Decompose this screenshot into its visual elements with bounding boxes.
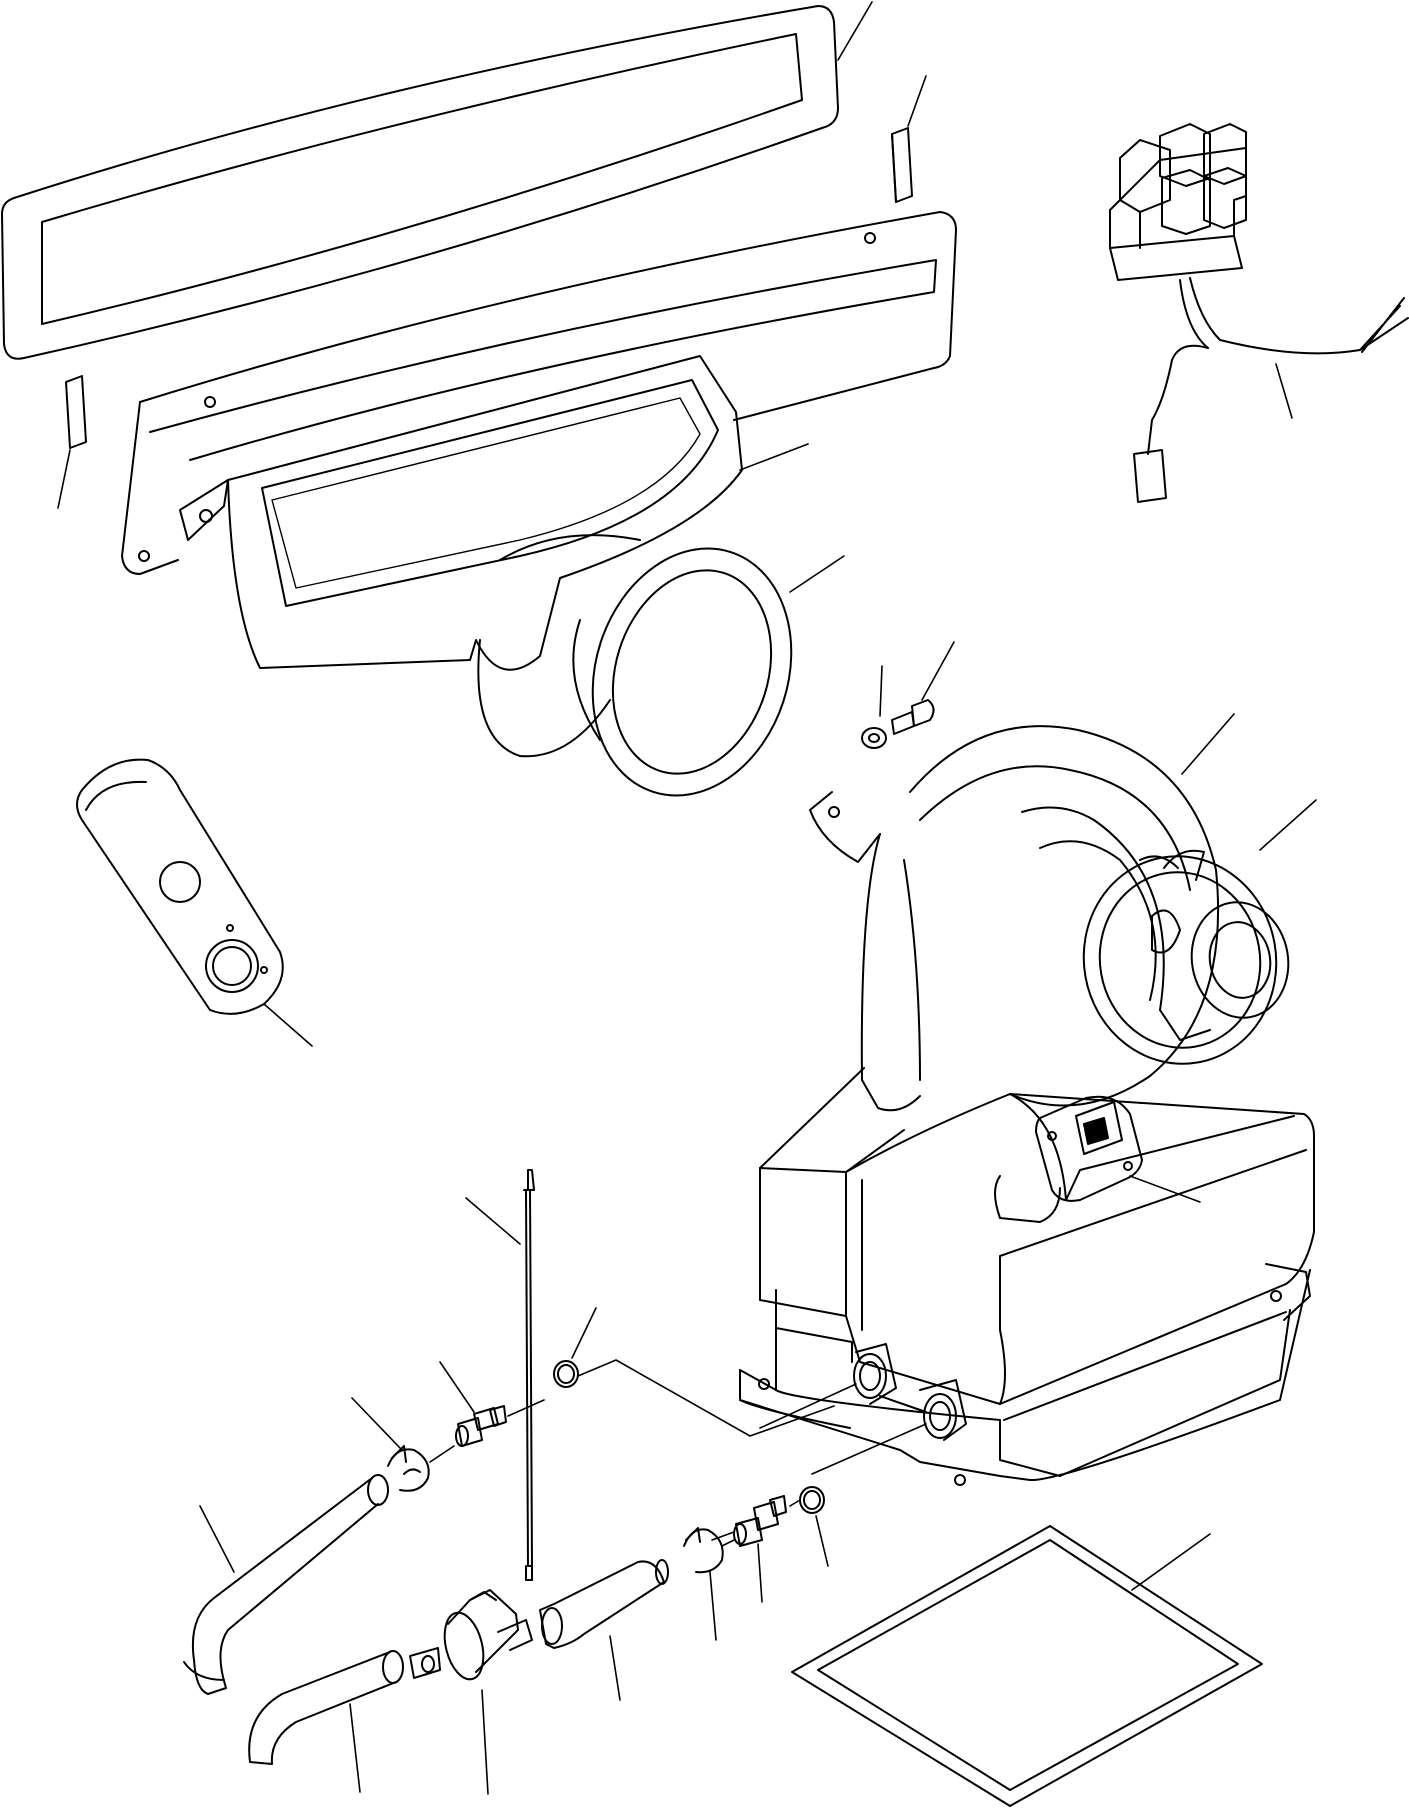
clamp-upper bbox=[351, 1397, 455, 1492]
relay-harness bbox=[1109, 123, 1409, 503]
resistor bbox=[1035, 1095, 1201, 1203]
blower-motor bbox=[1082, 799, 1317, 1065]
duct-sleeve bbox=[572, 547, 845, 797]
blower-housing bbox=[809, 713, 1235, 1112]
control-panel bbox=[76, 758, 313, 1047]
hose-middle bbox=[539, 1559, 669, 1701]
o-ring-lower bbox=[799, 1486, 829, 1567]
water-valve bbox=[409, 1589, 533, 1795]
o-ring-upper bbox=[553, 1307, 835, 1437]
hose-lower bbox=[248, 1650, 404, 1793]
bolt bbox=[891, 641, 955, 735]
windshield-gasket bbox=[1, 1, 873, 360]
foam-strip-left bbox=[57, 375, 87, 509]
hose-upper bbox=[183, 1474, 389, 1695]
washer bbox=[861, 665, 887, 749]
foam-strip-right bbox=[891, 75, 927, 203]
filter-gasket bbox=[791, 1525, 1263, 1807]
rod bbox=[465, 1169, 535, 1581]
air-duct-housing bbox=[121, 211, 957, 758]
heater-unit bbox=[739, 1067, 1315, 1486]
fitting-lower bbox=[711, 1495, 801, 1603]
clamp-lower bbox=[683, 1527, 735, 1641]
fitting-upper bbox=[439, 1361, 545, 1447]
